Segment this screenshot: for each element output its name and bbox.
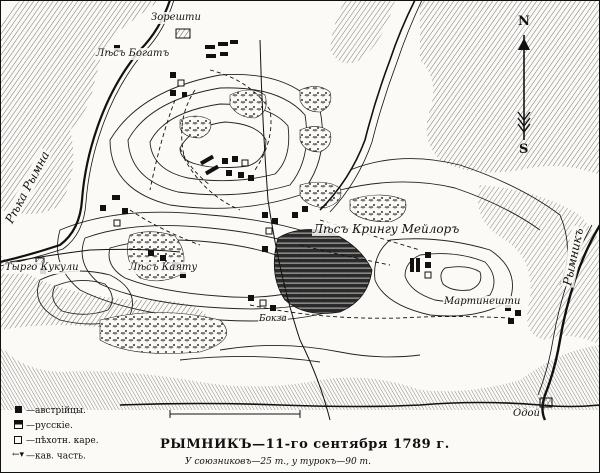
scale-bar <box>169 410 301 418</box>
troop-units <box>40 40 521 324</box>
legend-item: —русскіе. <box>10 420 73 432</box>
place-label-odoy: Одой <box>512 408 541 420</box>
place-label-les-bogat: Лѣсъ Богатъ <box>95 48 171 60</box>
legend-item: ←▾—кав. часть. <box>11 450 86 462</box>
hollow-square-icon <box>10 435 26 446</box>
place-label-zoreshti: Зорешти <box>150 12 202 24</box>
place-label-martinesht: Мартинешти <box>443 296 522 308</box>
place-label-tyrgo-kukuli: Тырго Кукули <box>4 262 80 274</box>
compass-south-label: S <box>519 142 529 157</box>
compass-arrow <box>517 35 531 140</box>
map-title: РЫМНИКЪ—11-го сентября 1789 г. <box>160 437 450 452</box>
half-filled-square-icon <box>10 420 26 431</box>
cavalry-arrow-icon: ←▾ <box>11 450 25 460</box>
legend-item: —пѣхотн. каре. <box>10 435 99 447</box>
filled-square-icon <box>10 405 26 416</box>
terrain-hatching <box>0 0 600 410</box>
place-label-les-kayatu: Лѣсъ Каяту <box>128 262 199 274</box>
compass-north-label: N <box>518 14 530 29</box>
map-subtitle: У союзниковъ—25 т., у турокъ—90 т. <box>185 457 371 467</box>
troop-movements <box>129 69 511 319</box>
legend-item: —австрійцы. <box>10 405 86 417</box>
place-label-les-kringu: Лѣсъ Крингу Мейлоръ <box>312 222 461 236</box>
place-label-bokza: Бокза <box>258 314 288 325</box>
